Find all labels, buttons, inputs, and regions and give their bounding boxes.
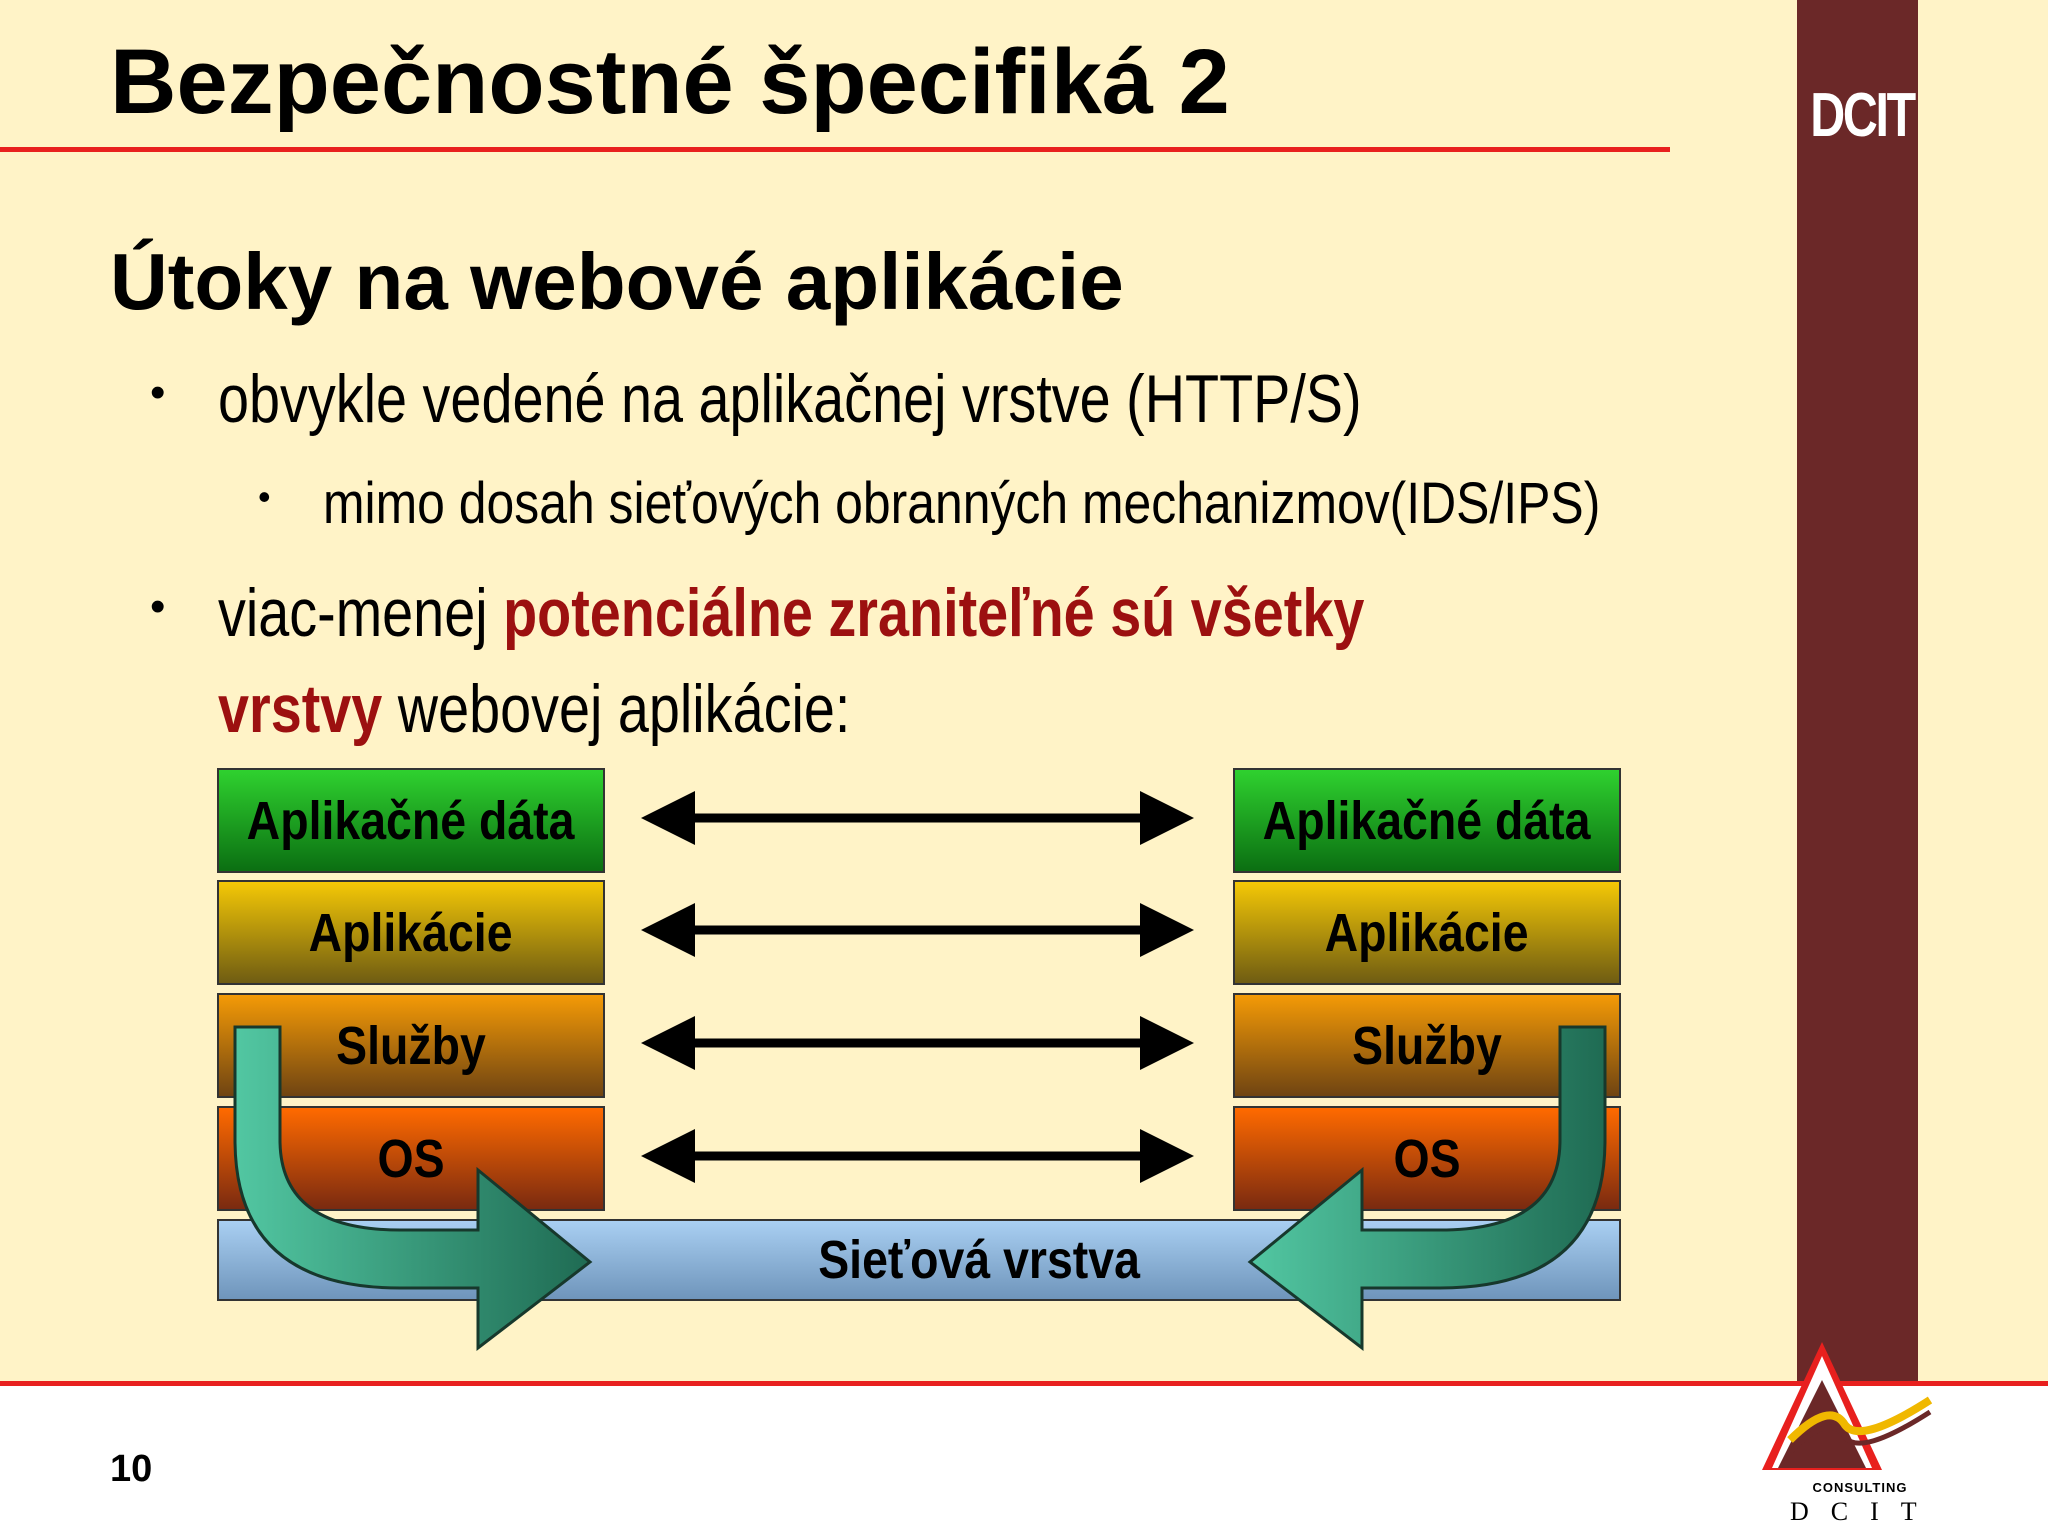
bullet-text-normal: viac-menej [218, 575, 504, 651]
sub-bullet-text: mimo dosah sieťových obranných mechanizm… [323, 471, 1601, 536]
footer-logo-letters: DCIT [1790, 1497, 1939, 1526]
bullet-dot: • [150, 368, 166, 417]
right-flow-arrow [1247, 1025, 1607, 1352]
bullet-text-highlight: vrstvy [218, 671, 383, 747]
left-flow-arrow [233, 1025, 593, 1352]
bullet-text: viac-menej potenciálne zraniteľné sú vše… [218, 574, 1364, 652]
left-layer-services: Služby [217, 993, 605, 1098]
bullet-text-continuation: vrstvy webovej aplikácie: [218, 670, 850, 748]
page-number: 10 [110, 1448, 153, 1490]
slide-title: Bezpečnostné špecifiká 2 [110, 31, 1230, 133]
right-layer-services: Služby [1233, 993, 1621, 1098]
right-layer-applications: Aplikácie [1233, 880, 1621, 985]
left-layer-applications: Aplikácie [217, 880, 605, 985]
section-heading: Útoky na webové aplikácie [110, 237, 1124, 326]
footer-divider [0, 1381, 2048, 1386]
bullet-text-highlight: potenciálne zraniteľné sú všetky [503, 575, 1365, 651]
bullet-text-normal: webovej aplikácie: [382, 671, 851, 747]
footer-logo-word: CONSULTING [1812, 1480, 1908, 1495]
brand-logo: DCIT [1810, 81, 1916, 150]
left-layer-app-data: Aplikačné dáta [217, 768, 605, 873]
dcit-logo-icon [1762, 1342, 1933, 1470]
footer-background [0, 1385, 2048, 1536]
sub-bullet-dot: • [258, 476, 271, 517]
bullet-dot: • [150, 582, 166, 631]
brand-sidebar [1797, 0, 1918, 1385]
bullet-text: obvykle vedené na aplikačnej vrstve (HTT… [218, 361, 1362, 437]
right-layer-app-data: Aplikačné dáta [1233, 768, 1621, 873]
title-underline [0, 147, 1670, 152]
